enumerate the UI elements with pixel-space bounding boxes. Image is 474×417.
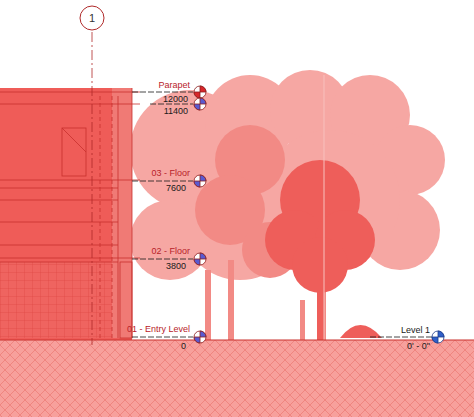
level-name: 01 - Entry Level [127, 324, 190, 335]
level-name: Parapet [158, 80, 190, 91]
level-name: 03 - Floor [151, 168, 190, 179]
shrub [340, 325, 382, 338]
grid-line [92, 32, 93, 345]
tree-dark [265, 160, 375, 340]
level-lines [132, 92, 432, 337]
ground-hatch [0, 340, 474, 417]
grid-number: 1 [89, 12, 95, 24]
level-elevation: 3800 [166, 261, 186, 272]
tree-canopy [130, 70, 445, 280]
level-elevation: 12000 [163, 94, 188, 105]
building [0, 88, 140, 340]
level-elevation: 0' - 0" [407, 341, 430, 352]
level-elevation: 11400 [164, 106, 188, 117]
level-name: Level 1 [401, 325, 430, 336]
level-elevation: 7600 [166, 183, 186, 194]
level-markers [194, 86, 444, 343]
grid-bubble: 1 [79, 5, 105, 31]
level-name: 02 - Floor [151, 246, 190, 257]
level-elevation: 0 [181, 341, 186, 352]
